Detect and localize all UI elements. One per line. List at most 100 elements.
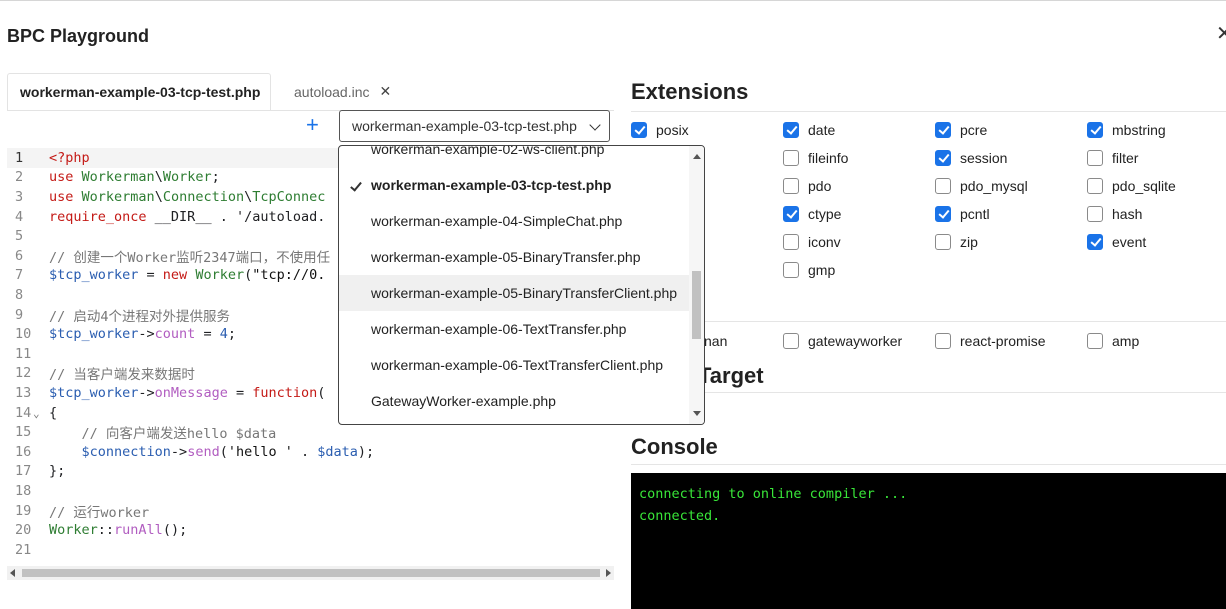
extension-filter[interactable]: filter (1087, 147, 1138, 169)
extension-label: session (960, 150, 1008, 166)
dropdown-option-label: workerman-example-04-SimpleChat.php (371, 213, 623, 229)
dropdown-option[interactable]: GatewayWorker-example.php (339, 383, 690, 419)
tab-workerman-example-03[interactable]: workerman-example-03-tcp-test.php (7, 73, 271, 110)
code-line[interactable]: 11 (7, 344, 614, 364)
tab-autoload[interactable]: autoload.inc ✕ (294, 73, 391, 110)
extension-pcntl[interactable]: pcntl (935, 203, 990, 225)
dropdown-option[interactable]: workerman-example-02-ws-client.php (339, 145, 690, 167)
checkbox[interactable] (1087, 206, 1103, 222)
extension-label: iconv (808, 234, 841, 250)
extension-ctype[interactable]: ctype (783, 203, 841, 225)
dropdown-option-label: workerman-example-02-ws-client.php (371, 145, 605, 157)
code-line[interactable]: 5 (7, 226, 614, 246)
code-line[interactable]: 12// 当客户端发来数据时 (7, 364, 614, 383)
line-number: 21 (15, 541, 32, 558)
dropdown-option[interactable]: workerman-example-04-SimpleChat.php (339, 203, 690, 239)
checkbox[interactable] (935, 150, 951, 166)
extension-date[interactable]: date (783, 119, 835, 141)
console-line: connecting to online compiler ... (639, 486, 908, 502)
extension-label: pdo (808, 178, 832, 194)
fold-chevron-icon[interactable]: ⌄ (33, 406, 40, 420)
dropdown-option[interactable]: workerman-example-06-TextTransferClient.… (339, 347, 690, 383)
code-text: require_once __DIR__ . '/autoload. (49, 208, 326, 225)
extension-pdo-sqlite[interactable]: pdo_sqlite (1087, 175, 1176, 197)
checkbox[interactable] (935, 234, 951, 250)
library-react-promise[interactable]: react-promise (935, 330, 1046, 352)
checkbox[interactable] (1087, 178, 1103, 194)
extension-mbstring[interactable]: mbstring (1087, 119, 1166, 141)
code-line[interactable]: 18 (7, 481, 614, 501)
code-line[interactable]: 17}; (7, 462, 614, 482)
dropdown-scrollbar[interactable] (689, 146, 704, 424)
close-icon[interactable]: ✕ (1216, 23, 1226, 45)
extension-zip[interactable]: zip (935, 231, 978, 253)
dropdown-option[interactable]: workerman-example-06-TextTransfer.php (339, 311, 690, 347)
add-file-button[interactable]: + (306, 112, 319, 137)
dropdown-option[interactable]: workerman-example-05-BinaryTransferClien… (339, 275, 690, 311)
top-border (0, 0, 1226, 1)
code-line[interactable]: 14⌄{ (7, 403, 614, 423)
checkbox[interactable] (1087, 150, 1103, 166)
code-line[interactable]: 16 $connection->send('hello ' . $data); (7, 442, 614, 462)
extension-pdo-mysql[interactable]: pdo_mysql (935, 175, 1028, 197)
dropdown-option[interactable]: workerman-example-05-BinaryTransfer.php (339, 239, 690, 275)
code-line[interactable]: 9// 启动4个进程对外提供服务 (7, 305, 614, 325)
checkbox[interactable] (783, 206, 799, 222)
checkbox[interactable] (935, 178, 951, 194)
checkbox[interactable] (935, 122, 951, 138)
library-label: react-promise (960, 333, 1046, 349)
line-number: 15 (15, 424, 32, 441)
extension-gmp[interactable]: gmp (783, 259, 835, 281)
extension-event[interactable]: event (1087, 231, 1146, 253)
scroll-up-icon[interactable] (693, 154, 701, 159)
scroll-down-icon[interactable] (693, 411, 701, 416)
checkbox[interactable] (783, 262, 799, 278)
checkbox[interactable] (783, 150, 799, 166)
library-amp[interactable]: amp (1087, 330, 1139, 352)
scroll-left-icon[interactable] (10, 569, 15, 577)
code-line[interactable]: 13$tcp_worker->onMessage = function( (7, 383, 614, 403)
line-number: 18 (15, 482, 32, 499)
extension-hash[interactable]: hash (1087, 203, 1142, 225)
code-line[interactable]: 7$tcp_worker = new Worker("tcp://0. (7, 266, 614, 286)
checkbox[interactable] (935, 206, 951, 222)
checkbox[interactable] (1087, 234, 1103, 250)
extension-label: pdo_mysql (960, 178, 1028, 194)
code-line[interactable]: 8 (7, 285, 614, 305)
library-workerman[interactable]: nan (704, 330, 727, 352)
extension-label: posix (656, 122, 689, 138)
scrollbar-thumb[interactable] (22, 569, 600, 577)
extension-session[interactable]: session (935, 147, 1007, 169)
console-title: Console (631, 434, 718, 459)
extension-pdo[interactable]: pdo (783, 175, 831, 197)
checkbox[interactable] (631, 122, 647, 138)
checkbox[interactable] (783, 333, 799, 349)
checkbox[interactable] (783, 178, 799, 194)
horizontal-scrollbar[interactable] (7, 566, 614, 580)
code-line[interactable]: 19// 运行worker (7, 501, 614, 521)
extension-posix[interactable]: posix (631, 119, 689, 141)
dropdown-option[interactable]: workerman-example-03-tcp-test.php (339, 167, 690, 203)
file-select[interactable]: workerman-example-03-tcp-test.php (339, 110, 610, 142)
code-line[interactable]: 15 // 向客户端发送hello $data (7, 422, 614, 442)
checkbox[interactable] (1087, 333, 1103, 349)
extension-pcre[interactable]: pcre (935, 119, 987, 141)
checkbox[interactable] (783, 122, 799, 138)
checkbox[interactable] (1087, 122, 1103, 138)
tab-close-icon[interactable]: ✕ (379, 83, 392, 99)
code-line[interactable]: 21 (7, 540, 614, 560)
dropdown-scrollbar-thumb[interactable] (692, 271, 701, 339)
extension-iconv[interactable]: iconv (783, 231, 841, 253)
tab-bar: workerman-example-03-tcp-test.php autolo… (7, 73, 614, 110)
checkbox[interactable] (783, 234, 799, 250)
library-gatewayworker[interactable]: gatewayworker (783, 330, 902, 352)
checkbox[interactable] (935, 333, 951, 349)
scroll-right-icon[interactable] (606, 569, 611, 577)
code-line[interactable]: 6// 创建一个Worker监听2347端口，不使用任 (7, 246, 614, 266)
code-line[interactable]: 10$tcp_worker->count = 4; (7, 324, 614, 344)
extension-fileinfo[interactable]: fileinfo (783, 147, 848, 169)
